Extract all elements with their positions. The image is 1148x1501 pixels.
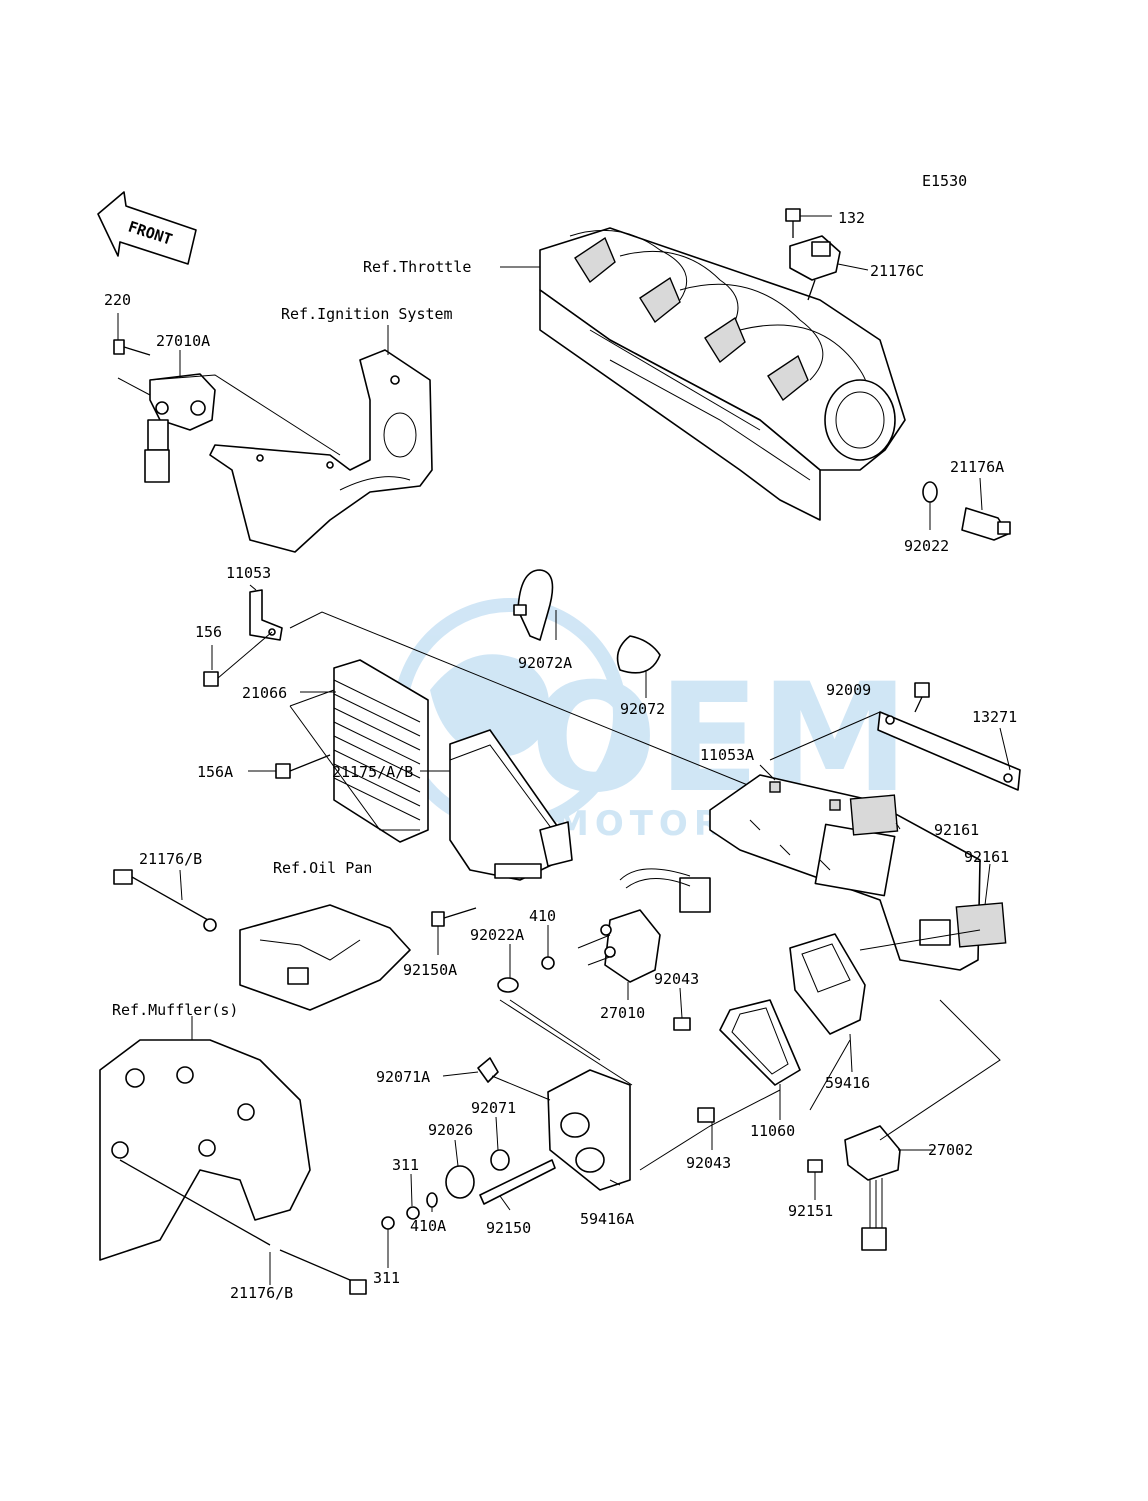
nut-311-lower bbox=[381, 1216, 395, 1230]
part-label-156a: 156A bbox=[197, 763, 233, 781]
bolt-92150 bbox=[479, 1159, 556, 1205]
part-label-132: 132 bbox=[838, 209, 865, 227]
part-label-11060: 11060 bbox=[750, 1122, 795, 1140]
part-label-92043-lower: 92043 bbox=[686, 1154, 731, 1172]
oil-pan bbox=[239, 904, 411, 1011]
boot-59416 bbox=[789, 933, 866, 1035]
part-label-27010a: 27010A bbox=[156, 332, 210, 350]
part-label-92071: 92071 bbox=[471, 1099, 516, 1117]
part-label-11053a: 11053A bbox=[700, 746, 754, 764]
bracket-11053a bbox=[709, 774, 981, 971]
plate-13271 bbox=[877, 711, 1021, 791]
diagram-code: E1530 bbox=[922, 172, 967, 190]
part-label-410a: 410A bbox=[410, 1217, 446, 1235]
regulator-21066 bbox=[289, 659, 429, 843]
ignition-group-line bbox=[117, 374, 341, 456]
part-label-92072: 92072 bbox=[620, 700, 665, 718]
ref-muffler-label: Ref.Muffler(s) bbox=[112, 1001, 238, 1019]
collar-92043-lower bbox=[697, 1107, 715, 1123]
part-label-92072a: 92072A bbox=[518, 654, 572, 672]
washer-410 bbox=[541, 956, 555, 970]
part-label-156: 156 bbox=[195, 623, 222, 641]
part-label-21175: 21175/A/B bbox=[332, 763, 413, 781]
part-label-92043-upper: 92043 bbox=[654, 970, 699, 988]
grommet-92071a bbox=[477, 1057, 499, 1083]
sensor-21176a bbox=[961, 507, 1011, 541]
ref-ignition-label: Ref.Ignition System bbox=[281, 305, 453, 323]
bolt-132 bbox=[785, 208, 801, 238]
part-label-21176c: 21176C bbox=[870, 262, 924, 280]
holder-59416a bbox=[547, 1069, 631, 1191]
ref-oil-pan-label: Ref.Oil Pan bbox=[273, 859, 372, 877]
sensor-27010a bbox=[144, 373, 216, 483]
part-label-311-upper: 311 bbox=[392, 1156, 419, 1174]
bolt-220 bbox=[113, 339, 151, 356]
part-label-59416: 59416 bbox=[825, 1074, 870, 1092]
pad-92161-upper bbox=[849, 794, 899, 836]
collar-92043-upper bbox=[673, 1017, 691, 1031]
seal-92026 bbox=[445, 1165, 475, 1199]
part-label-21176a: 21176A bbox=[950, 458, 1004, 476]
part-label-27010: 27010 bbox=[600, 1004, 645, 1022]
part-label-92150a: 92150A bbox=[403, 961, 457, 979]
part-label-220: 220 bbox=[104, 291, 131, 309]
part-label-92161-lower: 92161 bbox=[964, 848, 1009, 866]
muffler bbox=[99, 1039, 311, 1261]
part-label-21176b-top: 21176/B bbox=[139, 850, 202, 868]
nut-311-upper bbox=[406, 1206, 420, 1220]
sensor-21176c bbox=[789, 235, 841, 301]
part-label-59416a: 59416A bbox=[580, 1210, 634, 1228]
part-label-21066: 21066 bbox=[242, 684, 287, 702]
part-label-92022: 92022 bbox=[904, 537, 949, 555]
gasket-11060 bbox=[719, 999, 801, 1086]
part-label-11053: 11053 bbox=[226, 564, 271, 582]
relay-27002 bbox=[844, 1125, 901, 1251]
clamp-92072 bbox=[616, 635, 661, 674]
sensor-21176b-bottom bbox=[119, 1159, 367, 1295]
bracket-11053 bbox=[249, 589, 283, 641]
bolt-92009 bbox=[914, 682, 930, 713]
grommet-92071 bbox=[490, 1149, 510, 1171]
pad-92161-lower bbox=[955, 902, 1007, 948]
part-label-21176b-bottom: 21176/B bbox=[230, 1284, 293, 1302]
bolt-156 bbox=[203, 671, 219, 687]
washer-92022a bbox=[497, 977, 519, 993]
throttle-body bbox=[539, 227, 906, 521]
part-label-92161-upper: 92161 bbox=[934, 821, 979, 839]
part-label-92022a: 92022A bbox=[470, 926, 524, 944]
part-label-92150: 92150 bbox=[486, 1219, 531, 1237]
ecu-21175 bbox=[449, 729, 573, 881]
part-label-311-lower: 311 bbox=[373, 1269, 400, 1287]
bolt-92150a bbox=[431, 907, 477, 927]
ref-throttle-label: Ref.Throttle bbox=[363, 258, 471, 276]
part-label-92009: 92009 bbox=[826, 681, 871, 699]
ignition-bracket bbox=[209, 349, 433, 553]
relay-27010 bbox=[577, 868, 711, 983]
front-arrow: FRONT bbox=[97, 191, 197, 265]
band-92072a bbox=[517, 569, 554, 641]
sensor-21176b-top bbox=[113, 869, 217, 932]
bolt-156a bbox=[275, 754, 331, 779]
bolt-92151 bbox=[807, 1159, 823, 1173]
part-label-92071a: 92071A bbox=[376, 1068, 430, 1086]
part-label-410: 410 bbox=[529, 907, 556, 925]
part-label-92026: 92026 bbox=[428, 1121, 473, 1139]
washer-410a bbox=[426, 1192, 438, 1208]
leader-lines bbox=[117, 215, 1011, 1285]
part-label-13271: 13271 bbox=[972, 708, 1017, 726]
part-label-27002: 27002 bbox=[928, 1141, 973, 1159]
washer-92022 bbox=[922, 481, 938, 503]
part-label-92151: 92151 bbox=[788, 1202, 833, 1220]
